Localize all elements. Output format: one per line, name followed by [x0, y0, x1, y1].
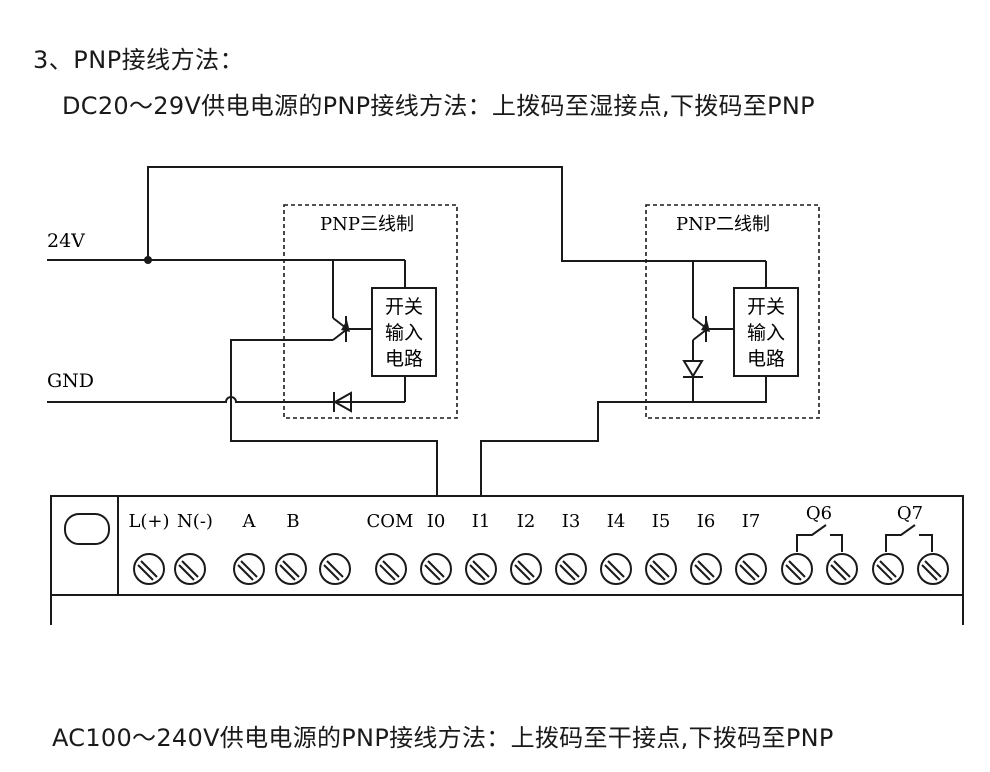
- led-window: [64, 513, 110, 545]
- controller-outline: [50, 495, 964, 625]
- switch-box-line-1: 开关: [385, 296, 423, 318]
- terminal-label-i6: I6: [697, 511, 716, 532]
- transistor-emitter: [332, 329, 347, 341]
- two-wire-sensor-title: PNP二线制: [676, 214, 770, 235]
- terminal-label-i4: I4: [607, 511, 626, 532]
- terminal-label-i3: I3: [562, 511, 581, 532]
- relay-contact-q7-icon: [885, 524, 933, 552]
- screw-terminal-b: [275, 553, 307, 585]
- screw-terminal-q6a: [781, 553, 813, 585]
- screw-terminal-i6: [690, 553, 722, 585]
- signal-wire-to-i0: [230, 339, 438, 497]
- screw-terminal-l: [133, 553, 165, 585]
- section-heading: 3、PNP接线方法：: [33, 46, 245, 74]
- terminal-label-com: COM: [367, 511, 414, 532]
- terminal-label-q7: Q7: [897, 503, 923, 524]
- screw-terminal-i3: [555, 553, 587, 585]
- terminal-label-i5: I5: [652, 511, 671, 532]
- screw-terminal-i4: [600, 553, 632, 585]
- two-wire-sensor-frame: [645, 204, 820, 419]
- terminal-label-l: L(+): [128, 511, 169, 532]
- screw-terminal-i1: [465, 553, 497, 585]
- screw-terminal-n: [174, 553, 206, 585]
- screw-terminal-i2: [510, 553, 542, 585]
- terminal-label-n: N(-): [177, 511, 213, 532]
- label-gnd: GND: [47, 370, 94, 392]
- switch-box-line-2: 输入: [385, 322, 423, 344]
- terminal-label-b: B: [286, 511, 299, 532]
- signal-wire-to-i1: [480, 376, 767, 497]
- terminal-label-i1: I1: [472, 511, 491, 532]
- relay-contact-q6-icon: [796, 524, 843, 552]
- terminal-label-a: A: [242, 511, 257, 532]
- screw-terminal-i0: [420, 553, 452, 585]
- screw-terminal-unlabeled: [319, 553, 351, 585]
- two-wire-box-line-3: 电路: [747, 348, 785, 370]
- screw-terminal-a: [233, 553, 265, 585]
- screw-terminal-q7a: [872, 553, 904, 585]
- junction-dot: [144, 256, 152, 264]
- two-wire-diode-icon: [682, 360, 704, 378]
- terminal-label-i0: I0: [427, 511, 446, 532]
- ac-wiring-instruction: AC100～240V供电电源的PNP接线方法：上拨码至干接点,下拨码至PNP: [52, 724, 834, 752]
- two-wire-box-line-1: 开关: [747, 296, 785, 318]
- screw-terminal-com: [375, 553, 407, 585]
- two-wire-emitter: [692, 329, 707, 341]
- wire-24v-to-two-wire-sensor: [147, 166, 693, 262]
- screw-terminal-i7: [735, 553, 767, 585]
- two-wire-switch-box: [733, 287, 799, 377]
- switch-box-line-3: 电路: [385, 348, 423, 370]
- screw-terminal-q6b: [826, 553, 858, 585]
- dc-wiring-instruction: DC20～29V供电电源的PNP接线方法：上拨码至湿接点,下拨码至PNP: [62, 92, 815, 120]
- terminal-label-i2: I2: [517, 511, 536, 532]
- screw-terminal-i5: [645, 553, 677, 585]
- two-wire-box-line-2: 输入: [747, 322, 785, 344]
- screw-terminal-q7b: [917, 553, 949, 585]
- three-wire-sensor-title: PNP三线制: [320, 214, 414, 235]
- label-24v: 24V: [47, 230, 85, 252]
- diode-icon: [332, 391, 352, 413]
- terminal-label-i7: I7: [742, 511, 761, 532]
- terminal-label-q6: Q6: [806, 503, 832, 524]
- three-wire-sensor-frame: [283, 204, 458, 419]
